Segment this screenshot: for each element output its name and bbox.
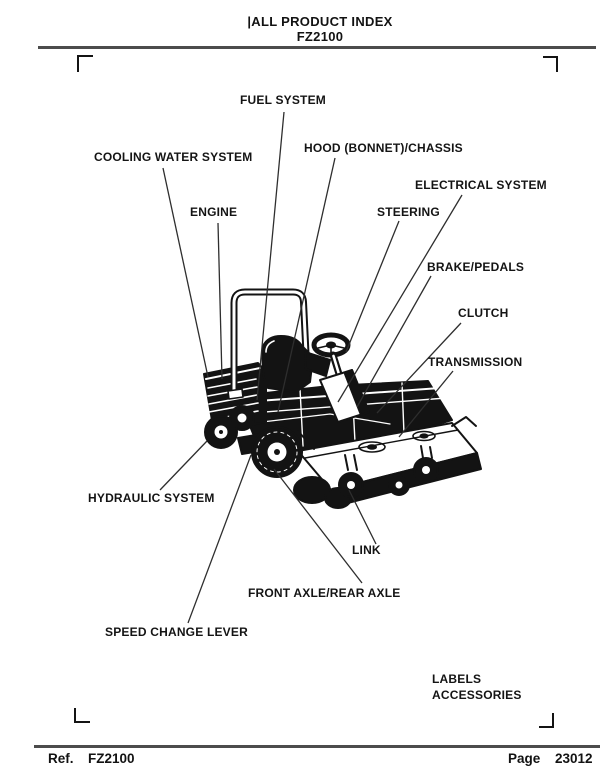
leader-line-brake-pedals — [356, 275, 432, 408]
crop-mark-bottom-right — [539, 713, 554, 728]
leader-line-transmission — [398, 370, 454, 438]
label-link: LINK — [352, 543, 381, 557]
label-fuel-system: FUEL SYSTEM — [240, 93, 326, 107]
rear-wheels — [204, 405, 255, 449]
label-hood-bonnet-chassis: HOOD (BONNET)/CHASSIS — [304, 141, 463, 155]
page-header: |ALL PRODUCT INDEX FZ2100 — [150, 14, 490, 44]
label-cooling-water-system: COOLING WATER SYSTEM — [94, 150, 253, 164]
page-label: Page — [508, 751, 541, 766]
model-number: FZ2100 — [296, 29, 344, 44]
label-front-axle-rear-axle: FRONT AXLE/REAR AXLE — [248, 586, 401, 600]
label-hydraulic-system: HYDRAULIC SYSTEM — [88, 491, 215, 505]
leader-line-steering — [345, 220, 400, 353]
leader-line-link — [348, 489, 377, 545]
page-title: |ALL PRODUCT INDEX — [247, 14, 393, 29]
deck-caster-wheels — [338, 445, 439, 498]
label-electrical-system: ELECTRICAL SYSTEM — [415, 178, 547, 192]
leader-line-engine — [217, 222, 223, 380]
leader-line-front-axle-rear-axle — [273, 468, 363, 584]
ref-label: Ref. — [48, 751, 74, 766]
label-labels: LABELS — [432, 672, 482, 686]
label-speed-change-lever: SPEED CHANGE LEVER — [105, 625, 248, 639]
ref-value: FZ2100 — [88, 751, 135, 766]
label-brake-pedals: BRAKE/PEDALS — [427, 260, 525, 274]
label-clutch: CLUTCH — [458, 306, 509, 320]
header-rule — [38, 46, 596, 49]
crop-mark-top-right — [543, 56, 558, 72]
leader-line-fuel-system — [256, 111, 285, 401]
crop-marks — [74, 55, 558, 728]
leader-line-hood-bonnet-chassis — [277, 157, 336, 413]
front-drive-wheel — [251, 426, 303, 478]
leader-line-clutch — [376, 322, 462, 414]
crop-mark-bottom-left — [74, 708, 90, 723]
leader-lines — [159, 111, 463, 624]
label-steering: STEERING — [377, 205, 440, 219]
crop-mark-top-left — [77, 55, 93, 72]
seat — [261, 335, 314, 393]
label-transmission: TRANSMISSION — [428, 355, 523, 369]
page-number: 23012 — [555, 751, 593, 766]
label-engine: ENGINE — [190, 205, 238, 219]
footer-rule — [34, 745, 600, 748]
label-accessories: ACCESSORIES — [432, 688, 522, 702]
mower-illustration — [203, 288, 482, 509]
leader-line-hydraulic-system — [159, 440, 208, 491]
leader-line-electrical-system — [337, 194, 463, 403]
leader-line-cooling-water-system — [162, 167, 209, 378]
leader-line-speed-change-lever — [187, 454, 252, 624]
